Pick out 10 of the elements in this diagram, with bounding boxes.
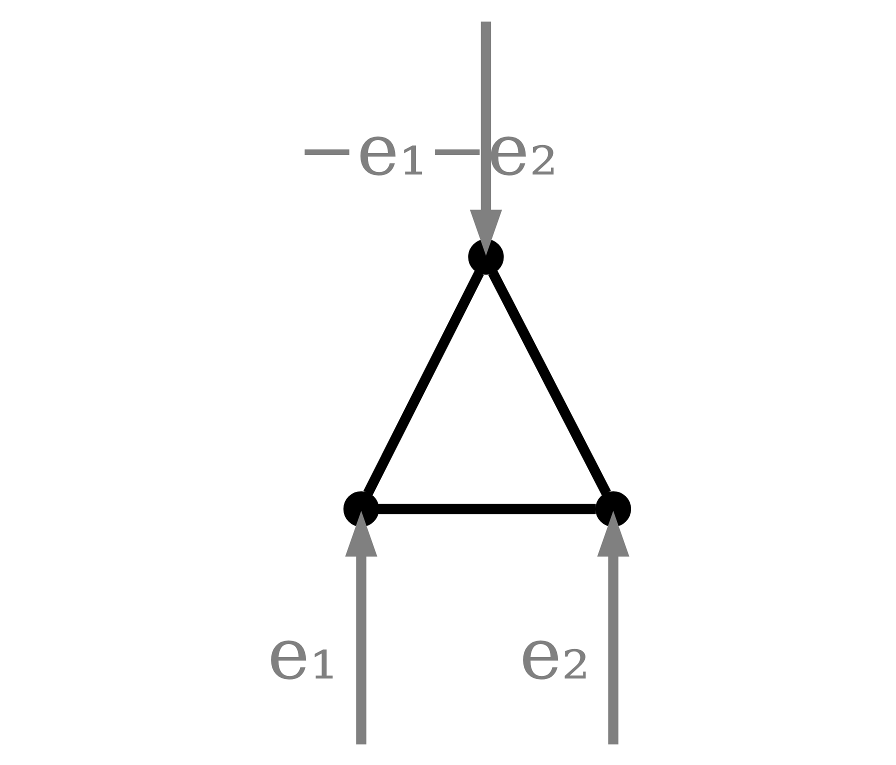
node-circle <box>342 490 379 526</box>
node-circle <box>468 238 504 274</box>
connector <box>488 270 610 495</box>
arrow <box>596 510 629 744</box>
arrow <box>344 510 377 744</box>
node-circle <box>594 490 631 526</box>
edge-label: e₂ <box>518 612 590 696</box>
connector <box>362 270 484 495</box>
edge-label: e₁ <box>266 612 338 696</box>
connector <box>377 503 596 514</box>
